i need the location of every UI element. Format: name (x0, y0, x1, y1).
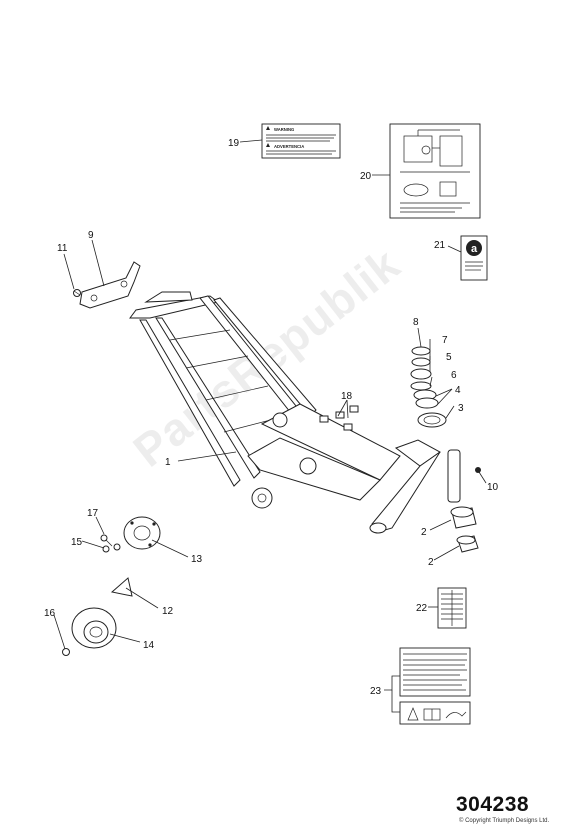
lower-bearing-2b-part (456, 535, 479, 553)
callout-3: 3 (458, 403, 464, 414)
badge-label-part: a (460, 235, 488, 281)
screw-part (73, 289, 81, 297)
tyre-pressure-label-part (437, 587, 467, 629)
callout-16: 16 (44, 608, 56, 619)
callout-2a: 2 (421, 527, 427, 538)
screw-17-part (100, 534, 113, 547)
pictogram-label-part (399, 701, 471, 725)
bracket-part (79, 261, 141, 309)
ring-6-part (410, 381, 432, 391)
warning-label-title: WARNING (274, 127, 294, 132)
callout-2b: 2 (428, 557, 434, 568)
callout-14: 14 (143, 640, 155, 651)
main-frame-part (129, 291, 461, 534)
fuel-system-label-part (389, 123, 481, 219)
callout-1: 1 (165, 457, 171, 468)
screw-16-part (62, 648, 70, 656)
callout-6: 6 (451, 370, 457, 381)
callout-13: 13 (191, 554, 203, 565)
callout-5: 5 (446, 352, 452, 363)
callout-10: 10 (487, 482, 499, 493)
screw-15-part (102, 543, 121, 553)
callout-17: 17 (87, 508, 99, 519)
callouts: 1 2 2 3 4 5 6 7 8 9 10 11 12 13 14 15 16… (44, 138, 499, 697)
seal-8-part (411, 346, 431, 356)
callout-4: 4 (455, 385, 461, 396)
leader-lines (53, 139, 487, 713)
callout-7: 7 (442, 335, 448, 346)
callout-9: 9 (88, 230, 94, 241)
screw-10-part (475, 467, 481, 473)
warning-label-part: WARNING ADVERTENCIA (261, 123, 341, 159)
catalog-number: 304238 (456, 793, 530, 816)
callout-18: 18 (341, 391, 353, 402)
copyright-notice: © Copyright Triumph Designs Ltd. (459, 818, 550, 824)
callout-22: 22 (416, 603, 428, 614)
callout-23: 23 (370, 686, 382, 697)
emission-label-part (399, 647, 471, 697)
callout-19: 19 (228, 138, 240, 149)
nut-5-part (410, 368, 432, 380)
callout-8: 8 (413, 317, 419, 328)
washer-7-part (411, 357, 431, 367)
callout-15: 15 (71, 537, 83, 548)
callout-21: 21 (434, 240, 446, 251)
lower-bearing-2a-part (450, 506, 477, 529)
bearing-4b-part (415, 397, 439, 409)
advertencia-label-title: ADVERTENCIA (274, 144, 304, 149)
end-cap-part (71, 607, 117, 649)
race-3-part (417, 412, 447, 428)
badge-letter: a (471, 243, 478, 255)
gasket-part (110, 577, 133, 597)
callout-20: 20 (360, 171, 372, 182)
bearing-stack (410, 346, 447, 428)
callout-12: 12 (162, 606, 174, 617)
callout-11: 11 (57, 243, 68, 254)
cover-plate-part (123, 516, 161, 550)
